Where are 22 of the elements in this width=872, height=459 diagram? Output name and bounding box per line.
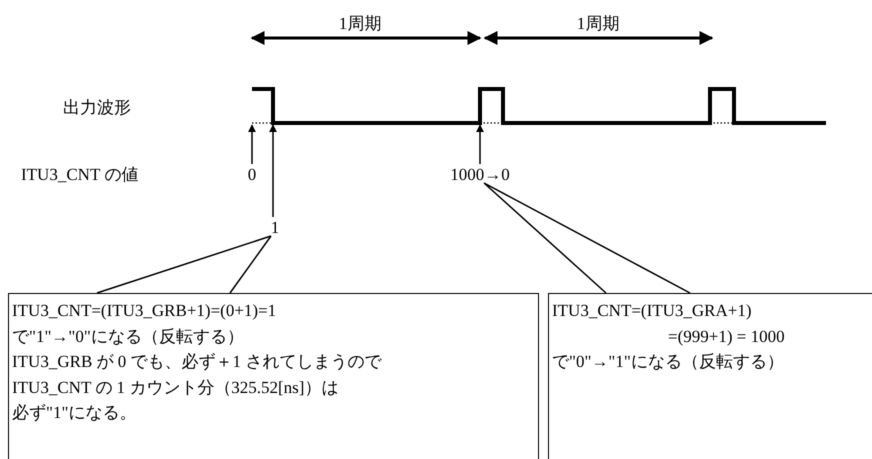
callout-pointer xyxy=(96,235,272,294)
callout-text: ITU3_GRB が 0 でも、必ず＋1 されてしまうので xyxy=(12,351,382,374)
counter-label: ITU3_CNT の値 xyxy=(21,165,138,185)
callout-text: =(999+1) = 1000 xyxy=(667,326,785,348)
value-label: 1000→0 xyxy=(434,165,526,185)
callout-text: ITU3_CNT=(ITU3_GRB+1)=(0+1)=1 xyxy=(12,300,276,322)
callout-box xyxy=(548,293,872,459)
callout-text: ITU3_CNT の 1 カウント分（325.52[ns]）は xyxy=(12,376,338,399)
value-label: 1 xyxy=(267,218,283,238)
callout-text: ITU3_CNT=(ITU3_GRA+1) xyxy=(552,300,752,322)
callout-text: で"1"→"0"になる（反転する） xyxy=(12,326,244,348)
signal-label: 出力波形 xyxy=(63,98,131,118)
callout-text: 必ず"1"になる。 xyxy=(12,402,136,424)
period-label: 1周期 xyxy=(338,14,382,34)
callout-pointer xyxy=(269,124,277,217)
period-label: 1周期 xyxy=(576,14,620,34)
callout-pointer xyxy=(483,182,691,294)
value-label: 0 xyxy=(244,165,260,185)
callout-text: で"0"→"1"になる（反転する） xyxy=(552,351,784,374)
callout-pointer xyxy=(248,124,256,164)
callout-box xyxy=(8,293,539,459)
callout-pointer xyxy=(476,124,484,164)
